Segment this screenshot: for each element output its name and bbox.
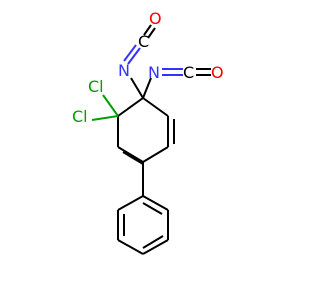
atom-label-o2: O — [211, 63, 224, 82]
bond-p1-p2 — [117, 195, 144, 211]
bond-c3-c4 — [117, 146, 144, 163]
bond-c4-c5 — [142, 146, 169, 163]
bond-c6-c1 — [142, 97, 169, 117]
ring-bonds — [117, 97, 175, 165]
bond-p4-p5-double — [142, 235, 164, 249]
bond-c1-n1 — [130, 77, 144, 99]
atom-label-c2: C — [183, 63, 194, 82]
atom-label-c1: C — [138, 32, 149, 51]
bond-n1-c-double — [123, 44, 137, 62]
bond-c-o1-double — [143, 24, 152, 36]
bond-n1-c — [127, 47, 141, 65]
bond-p3-p4 — [117, 239, 144, 255]
bond-c2-cl2 — [91, 115, 119, 121]
bond-c-o1 — [147, 27, 156, 39]
molecule-diagram: Cl Cl N N C C O O — [72, 9, 224, 255]
atom-label-cl1: Cl — [88, 77, 104, 96]
bond-p4-p5 — [142, 239, 169, 255]
bond-p6-p1 — [142, 195, 169, 211]
structure-drawing: Cl Cl N N C C O O — [72, 9, 224, 255]
bond-c1-n2 — [142, 77, 152, 99]
atom-label-n2: N — [148, 63, 160, 82]
bond-p6-p1-double — [142, 202, 163, 215]
phenyl-bonds — [117, 195, 169, 255]
atom-label-cl2: Cl — [72, 107, 88, 126]
atom-label-o1: O — [149, 9, 162, 28]
bond-c1-c2 — [117, 97, 144, 117]
bond-c2-cl1 — [102, 94, 119, 117]
bond-c3-c4-double — [122, 151, 144, 165]
atom-label-n1: N — [118, 61, 130, 80]
